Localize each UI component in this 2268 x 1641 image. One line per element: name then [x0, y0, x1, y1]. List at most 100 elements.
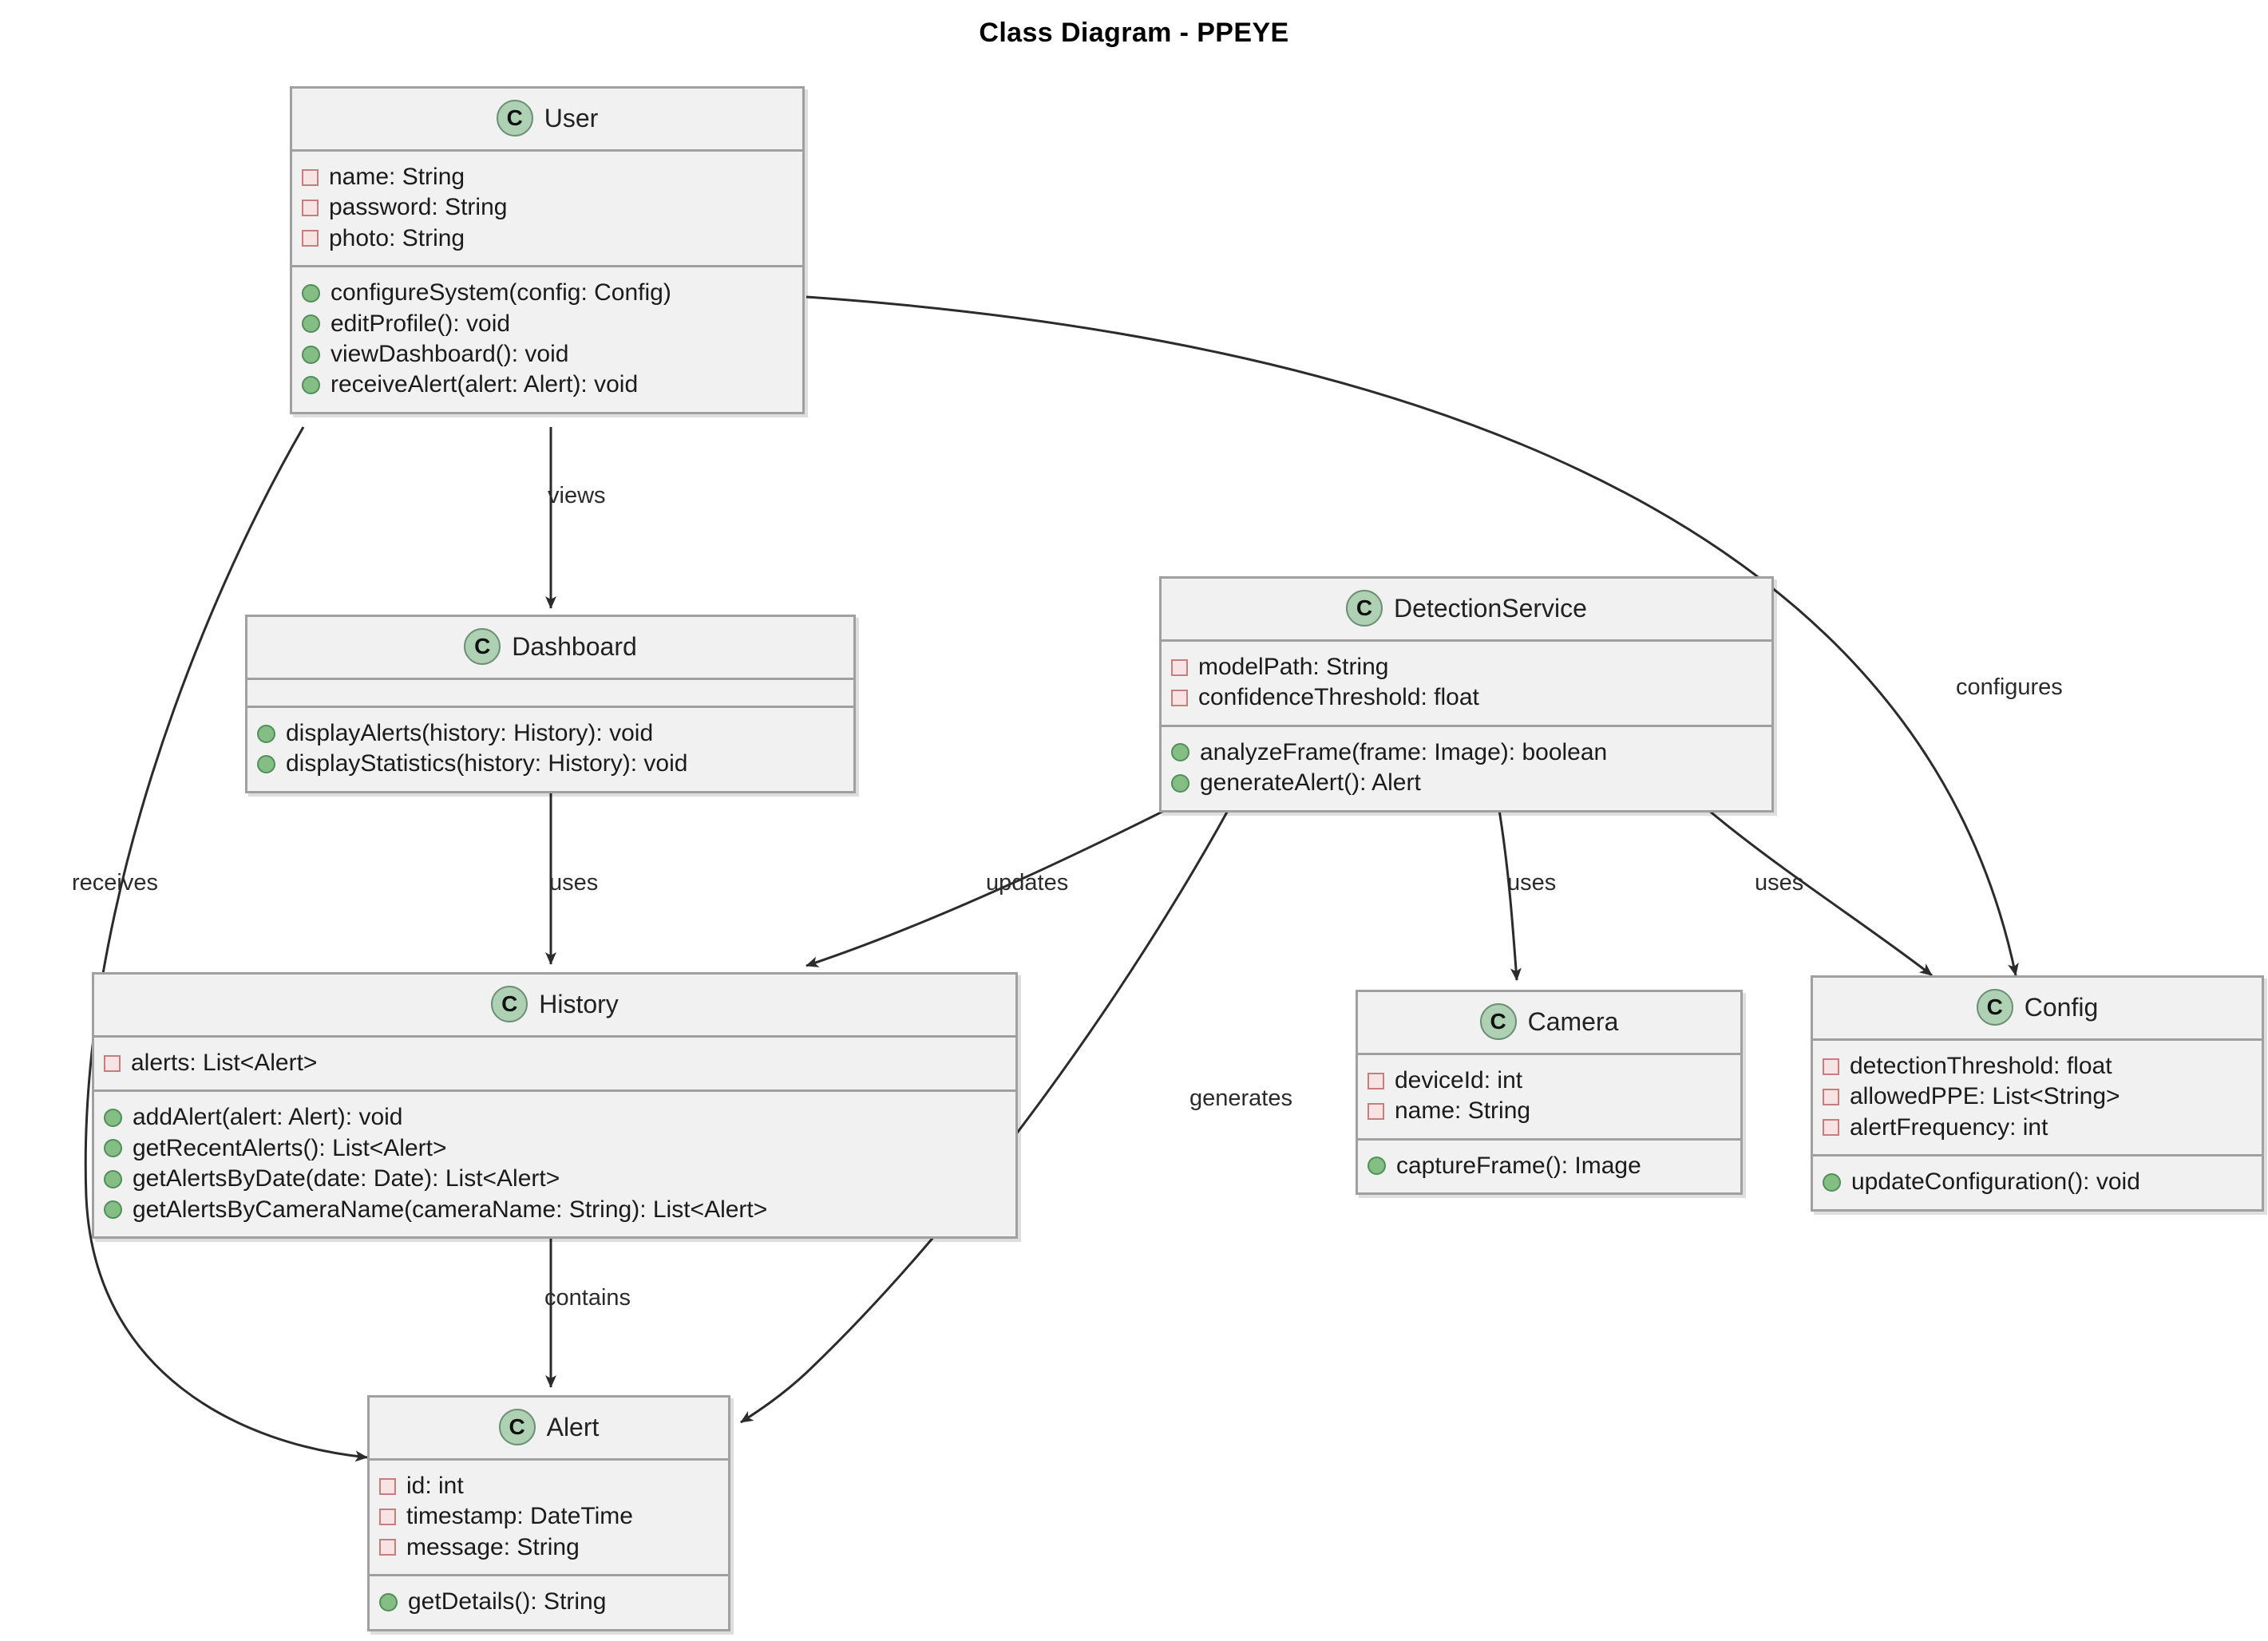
method-row: displayStatistics(history: History): voi…	[257, 749, 844, 779]
public-method-icon	[302, 376, 320, 395]
method-row: analyzeFrame(frame: Image): boolean	[1171, 737, 1762, 768]
method-row: viewDashboard(): void	[302, 339, 793, 370]
public-method-icon	[302, 345, 320, 364]
methods-compartment-config: updateConfiguration(): void	[1813, 1157, 2262, 1208]
page-title: Class Diagram - PPEYE	[979, 18, 1289, 48]
attributes-compartment-history: alerts: List<Alert>	[94, 1038, 1015, 1089]
edge-label-contains: contains	[544, 1285, 631, 1311]
method-label: addAlert(alert: Alert): void	[133, 1104, 403, 1131]
public-method-icon	[257, 755, 275, 774]
compartment-divider	[1358, 1137, 1740, 1141]
class-box-alert[interactable]: C Alert id: int timestamp: DateTime mess…	[367, 1395, 730, 1631]
class-title: DetectionService	[1394, 593, 1587, 623]
methods-compartment-camera: captureFrame(): Image	[1358, 1141, 1740, 1192]
method-label: analyzeFrame(frame: Image): boolean	[1200, 738, 1608, 765]
class-header-alert: C Alert	[370, 1398, 728, 1458]
methods-compartment-detectionservice: analyzeFrame(frame: Image): boolean gene…	[1162, 727, 1771, 810]
class-header-history: C History	[94, 975, 1015, 1035]
compartment-divider	[292, 265, 802, 268]
attribute-label: timestamp: DateTime	[406, 1503, 633, 1530]
method-row: editProfile(): void	[302, 309, 793, 339]
class-box-detectionservice[interactable]: C DetectionService modelPath: String con…	[1159, 576, 1774, 813]
class-box-dashboard[interactable]: C Dashboard displayAlerts(history: Histo…	[245, 615, 856, 793]
class-header-detectionservice: C DetectionService	[1162, 579, 1771, 639]
method-label: getRecentAlerts(): List<Alert>	[133, 1134, 447, 1161]
public-method-icon	[1171, 743, 1189, 762]
attribute-row: deviceId: int	[1368, 1066, 1731, 1096]
private-field-icon	[1368, 1072, 1384, 1089]
public-method-icon	[104, 1109, 122, 1128]
attribute-row: name: String	[302, 162, 793, 192]
attribute-row: alertFrequency: int	[1823, 1113, 2252, 1143]
method-row: getDetails(): String	[379, 1587, 718, 1617]
method-label: editProfile(): void	[331, 310, 511, 337]
attribute-row: alerts: List<Alert>	[104, 1048, 1006, 1078]
compartment-divider	[94, 1089, 1015, 1093]
method-label: getAlertsByCameraName(cameraName: String…	[133, 1196, 768, 1223]
method-row: displayAlerts(history: History): void	[257, 718, 844, 749]
public-method-icon	[104, 1139, 122, 1158]
private-field-icon	[104, 1054, 121, 1072]
methods-compartment-history: addAlert(alert: Alert): void getRecentAl…	[94, 1092, 1015, 1236]
method-label: receiveAlert(alert: Alert): void	[331, 371, 639, 398]
class-box-config[interactable]: C Config detectionThreshold: float allow…	[1811, 975, 2264, 1212]
method-row: captureFrame(): Image	[1368, 1151, 1731, 1181]
method-row: getAlertsByCameraName(cameraName: String…	[104, 1195, 1006, 1225]
attributes-compartment-detectionservice: modelPath: String confidenceThreshold: f…	[1162, 642, 1771, 725]
method-label: getAlertsByDate(date: Date): List<Alert>	[133, 1165, 560, 1192]
attribute-label: confidenceThreshold: float	[1198, 684, 1479, 711]
private-field-icon	[1823, 1089, 1839, 1106]
compartment-divider	[1813, 1154, 2262, 1157]
class-box-camera[interactable]: C Camera deviceId: int name: String capt…	[1356, 990, 1743, 1196]
public-method-icon	[1368, 1157, 1386, 1176]
edge-detection-history	[805, 805, 1174, 967]
attribute-label: detectionThreshold: float	[1850, 1053, 2112, 1079]
methods-compartment-user: configureSystem(config: Config) editProf…	[292, 267, 802, 412]
private-field-icon	[1171, 658, 1188, 676]
class-title: User	[544, 103, 599, 132]
edge-label-uses-camera: uses	[1507, 870, 1557, 896]
class-icon: C	[1346, 590, 1383, 627]
private-field-icon	[302, 230, 319, 247]
method-row: configureSystem(config: Config)	[302, 278, 793, 308]
edge-detection-camera	[1498, 809, 1522, 981]
class-icon: C	[464, 628, 501, 665]
method-label: displayAlerts(history: History): void	[286, 720, 654, 746]
edge-user-alert	[84, 426, 368, 1462]
public-method-icon	[302, 283, 320, 302]
class-icon: C	[1976, 989, 2013, 1026]
class-box-user[interactable]: C User name: String password: String pho…	[290, 86, 805, 414]
attributes-compartment-user: name: String password: String photo: Str…	[292, 152, 802, 265]
compartment-divider	[370, 1458, 728, 1461]
class-header-user: C User	[292, 89, 802, 149]
class-title: History	[539, 989, 619, 1018]
private-field-icon	[1171, 690, 1188, 707]
private-field-icon	[1823, 1119, 1839, 1137]
edge-detection-config	[1708, 809, 1933, 977]
method-label: generateAlert(): Alert	[1200, 769, 1421, 797]
compartment-divider	[1813, 1038, 2262, 1041]
edge-label-uses-config: uses	[1755, 870, 1804, 896]
method-row: updateConfiguration(): void	[1823, 1167, 2252, 1197]
class-box-history[interactable]: C History alerts: List<Alert> addAlert(a…	[92, 972, 1018, 1239]
class-title: Config	[2024, 992, 2099, 1022]
edge-label-configures: configures	[1956, 674, 2063, 700]
compartment-divider	[94, 1035, 1015, 1038]
class-title: Dashboard	[512, 631, 637, 661]
attribute-row: password: String	[302, 192, 793, 223]
public-method-icon	[379, 1592, 398, 1611]
attribute-row: photo: String	[302, 223, 793, 254]
method-label: viewDashboard(): void	[331, 340, 569, 367]
edge-label-receives: receives	[72, 870, 158, 896]
public-method-icon	[1823, 1172, 1841, 1192]
attribute-row: id: int	[379, 1471, 718, 1501]
class-header-config: C Config	[1813, 978, 2262, 1038]
attribute-label: photo: String	[329, 224, 465, 251]
public-method-icon	[302, 314, 320, 334]
method-label: updateConfiguration(): void	[1851, 1168, 2140, 1196]
methods-compartment-alert: getDetails(): String	[370, 1576, 728, 1628]
method-label: displayStatistics(history: History): voi…	[286, 750, 688, 777]
attribute-row: name: String	[1368, 1096, 1731, 1126]
attribute-label: alertFrequency: int	[1850, 1113, 2048, 1141]
